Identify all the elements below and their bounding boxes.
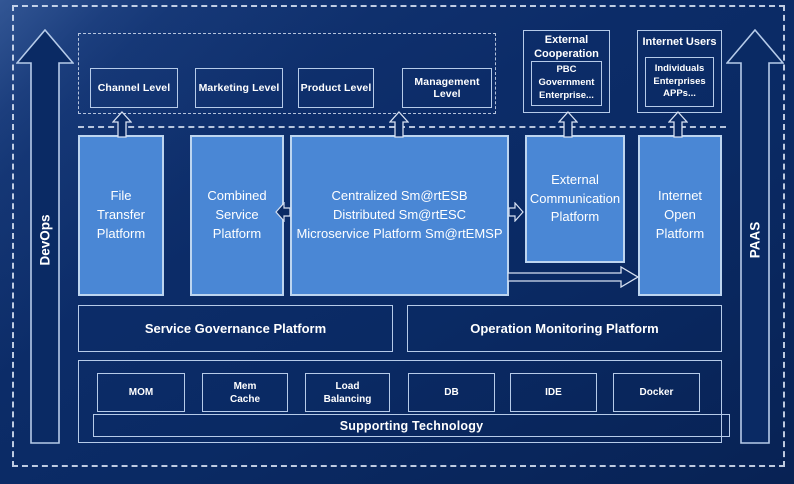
platform-line: Open bbox=[664, 207, 696, 223]
body-line: Enterprises bbox=[653, 75, 706, 87]
outer-dashed-border bbox=[12, 5, 785, 467]
body-line: PBC Government bbox=[538, 64, 595, 89]
service-governance-platform-box: Service Governance Platform bbox=[78, 305, 393, 352]
individuals-enterprises-apps-box: Individuals Enterprises APPs... bbox=[645, 57, 714, 107]
tech-label-line: Mem bbox=[233, 380, 257, 392]
internet-users-box: Internet Users Individuals Enterprises A… bbox=[637, 30, 722, 113]
tech-box-mem-cache: Mem Cache bbox=[202, 373, 288, 412]
external-communication-platform-box: External Communication Platform bbox=[525, 135, 625, 263]
level-label: Channel Level bbox=[97, 82, 171, 94]
platform-line: Platform bbox=[655, 225, 705, 241]
tech-box-ide: IDE bbox=[510, 373, 597, 412]
platform-line: File bbox=[110, 188, 132, 204]
body-line: APPs... bbox=[663, 88, 696, 100]
up-arrow-icon bbox=[389, 111, 409, 138]
file-transfer-platform-box: File Transfer Platform bbox=[78, 135, 164, 296]
operation-monitoring-platform-box: Operation Monitoring Platform bbox=[407, 305, 722, 352]
tech-label: Docker bbox=[639, 387, 674, 398]
platform-line: Distributed Sm@rtESC bbox=[332, 207, 467, 223]
platform-line: Transfer bbox=[97, 207, 145, 223]
tech-box-docker: Docker bbox=[613, 373, 700, 412]
devops-up-arrow-icon bbox=[16, 29, 74, 444]
central-esb-platform-box: Centralized Sm@rtESB Distributed Sm@rtES… bbox=[290, 135, 509, 296]
tech-box-mom: MOM bbox=[97, 373, 185, 412]
supporting-technology-bar: Supporting Technology bbox=[93, 414, 730, 437]
platform-line: Platform bbox=[96, 225, 146, 241]
level-box-marketing: Marketing Level bbox=[195, 68, 283, 108]
tech-label-line: Balancing bbox=[323, 393, 372, 405]
platform-line: Communication bbox=[529, 190, 621, 206]
title-line: Cooperation bbox=[534, 47, 599, 60]
platform-line: Service bbox=[215, 207, 259, 223]
internet-users-title: Internet Users bbox=[642, 36, 717, 48]
body-line: Individuals bbox=[654, 62, 705, 74]
devops-label: DevOps bbox=[37, 214, 53, 266]
supporting-technology-container bbox=[78, 360, 722, 443]
left-arrow-icon bbox=[275, 202, 291, 222]
platform-line: Microservice Platform Sm@rtEMSP bbox=[296, 225, 503, 241]
platform-line: Internet bbox=[657, 188, 703, 204]
up-arrow-icon bbox=[112, 111, 132, 138]
level-label: Management Level bbox=[414, 76, 480, 100]
level-label: Marketing Level bbox=[198, 82, 280, 94]
combined-service-platform-box: Combined Service Platform bbox=[190, 135, 284, 296]
supporting-technology-label: Supporting Technology bbox=[339, 418, 484, 433]
tech-label: IDE bbox=[545, 387, 562, 398]
platform-line: Platform bbox=[212, 225, 262, 241]
pbc-government-enterprise-box: PBC Government Enterprise... bbox=[531, 61, 602, 106]
external-cooperation-title: External Cooperation bbox=[524, 34, 609, 62]
internet-open-platform-box: Internet Open Platform bbox=[638, 135, 722, 296]
paas-label: PAAS bbox=[747, 221, 763, 259]
operation-monitoring-label: Operation Monitoring Platform bbox=[470, 321, 659, 336]
external-cooperation-box: External Cooperation PBC Government Ente… bbox=[523, 30, 610, 113]
service-governance-label: Service Governance Platform bbox=[144, 321, 327, 336]
tech-label-line: Cache bbox=[229, 393, 260, 405]
tech-label: MOM bbox=[128, 387, 154, 398]
paas-up-arrow-icon bbox=[726, 29, 784, 444]
long-right-arrow-icon bbox=[508, 266, 639, 288]
tech-label: DB bbox=[444, 387, 459, 398]
title-line: External bbox=[544, 34, 589, 46]
levels-group-dashed-border bbox=[78, 33, 496, 114]
platform-line: External bbox=[551, 171, 599, 187]
level-box-product: Product Level bbox=[298, 68, 374, 108]
platform-line: Centralized Sm@rtESB bbox=[331, 188, 468, 204]
level-label: Product Level bbox=[300, 82, 372, 94]
platform-line: Combined bbox=[207, 188, 267, 204]
level-box-channel: Channel Level bbox=[90, 68, 178, 108]
up-arrow-icon bbox=[558, 111, 578, 138]
right-arrow-icon bbox=[508, 202, 524, 222]
platform-line: Platform bbox=[550, 209, 600, 225]
level-box-management: Management Level bbox=[402, 68, 492, 108]
tech-box-db: DB bbox=[408, 373, 495, 412]
body-line: Enterprise... bbox=[539, 89, 594, 101]
up-arrow-icon bbox=[668, 111, 688, 138]
tech-label-line: Load bbox=[335, 380, 360, 392]
tech-box-load-balancing: Load Balancing bbox=[305, 373, 390, 412]
